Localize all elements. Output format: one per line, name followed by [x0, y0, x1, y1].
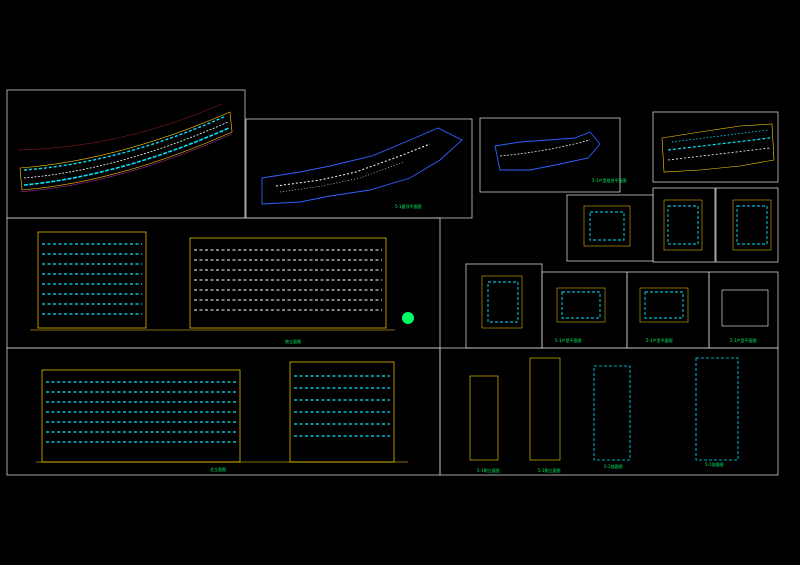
elevation-south: 南立面图 — [30, 231, 414, 344]
frame-plan-unit-g — [708, 271, 779, 349]
svg-text:5-1侧立面图: 5-1侧立面图 — [538, 467, 561, 473]
svg-text:5-1剖面图: 5-1剖面图 — [705, 461, 724, 467]
frame-plan-unit-c — [715, 187, 779, 263]
plan-curved-roof: 5-1屋顶平面图 — [261, 127, 463, 209]
svg-text:5-1屋顶平面图: 5-1屋顶平面图 — [395, 203, 422, 209]
svg-text:北立面图: 北立面图 — [210, 466, 226, 472]
plan-unit-tr — [661, 123, 775, 173]
svg-text:5-1侧立面图: 5-1侧立面图 — [477, 467, 500, 473]
plan-units: 5-1户型平面图 5-1户型平面图 5-1户型平面图 — [481, 199, 772, 343]
frame-plan-unit-b — [652, 187, 716, 263]
svg-text:南立面图: 南立面图 — [285, 338, 301, 344]
elevation-north: 北立面图 — [36, 361, 408, 472]
frame-plan-unit-tr — [652, 111, 779, 183]
svg-text:5-1户型平面图: 5-1户型平面图 — [555, 337, 582, 343]
tree-symbol — [402, 312, 414, 324]
plan-curved-small: 5-1户型组合平面图 — [494, 131, 627, 183]
sections: 5-1侧立面图 5-1侧立面图 5-1剖面图 5-1剖面图 — [469, 357, 739, 473]
sheet-frames — [6, 89, 779, 476]
plan-curved-large — [17, 103, 233, 193]
svg-text:5-1户型组合平面图: 5-1户型组合平面图 — [592, 177, 627, 183]
frame-plan-curved-small — [479, 117, 621, 193]
svg-text:5-1剖面图: 5-1剖面图 — [604, 463, 623, 469]
svg-text:5-1户型平面图: 5-1户型平面图 — [646, 337, 673, 343]
svg-text:5-1户型平面图: 5-1户型平面图 — [730, 337, 757, 343]
